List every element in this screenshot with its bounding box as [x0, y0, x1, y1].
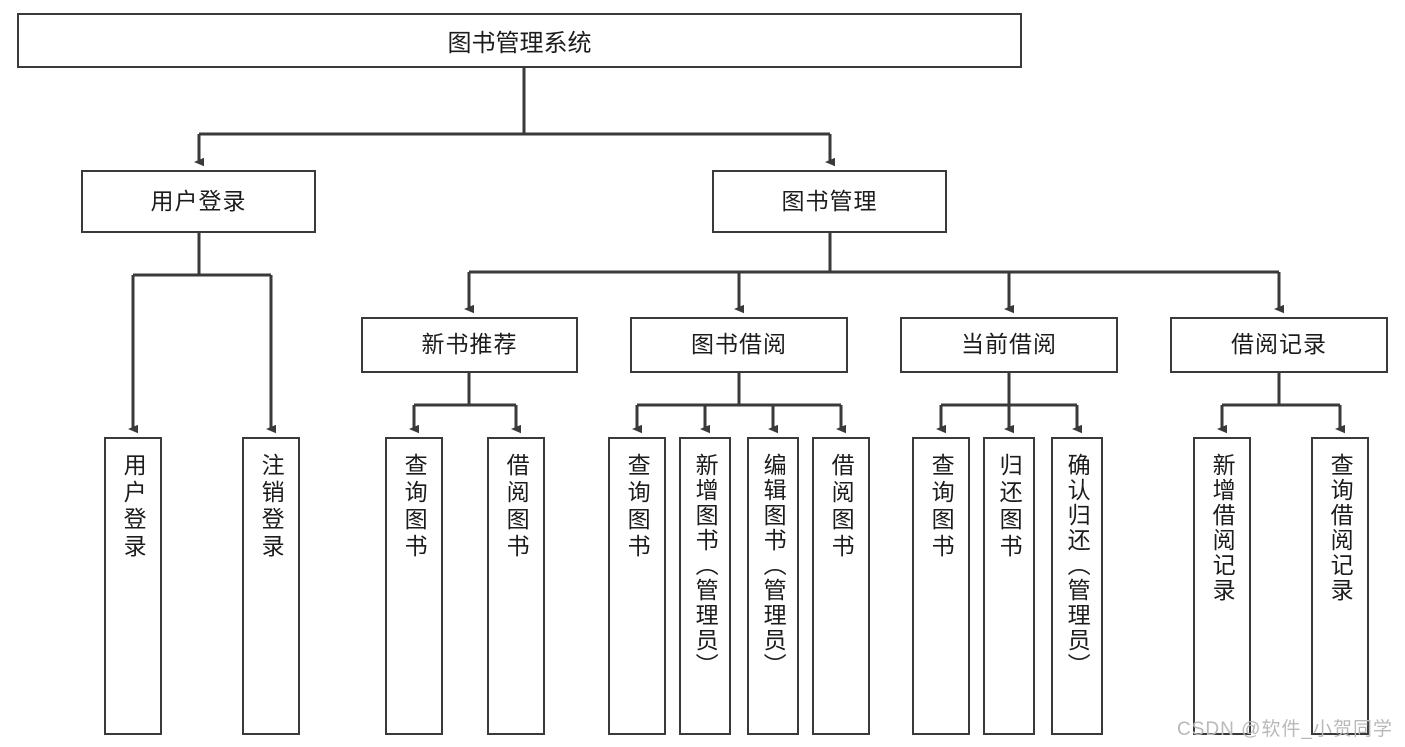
node-label: 借阅图书: [503, 453, 530, 561]
node-user-login[interactable]: 用户登录: [81, 170, 316, 233]
node-label: 借阅记录: [1231, 331, 1327, 358]
node-leaf-confirm-return-admin[interactable]: 确认归还（管理员）: [1051, 437, 1103, 735]
node-label: 用户登录: [150, 187, 247, 214]
node-label: 图书管理: [781, 187, 878, 214]
node-label: 图书借阅: [691, 331, 787, 358]
node-label: 用户登录: [120, 453, 147, 561]
node-label: 编辑图书（管理员）: [760, 453, 787, 678]
node-root-system[interactable]: 图书管理系统: [17, 13, 1022, 68]
node-leaf-return-book[interactable]: 归还图书: [983, 437, 1035, 735]
node-label: 查询图书: [928, 453, 955, 561]
node-leaf-borrow-book-new[interactable]: 借阅图书: [487, 437, 545, 735]
node-leaf-query-book-borrow[interactable]: 查询图书: [608, 437, 666, 735]
node-leaf-add-borrow-record[interactable]: 新增借阅记录: [1193, 437, 1251, 735]
node-book-management[interactable]: 图书管理: [712, 170, 947, 233]
node-leaf-edit-book-admin[interactable]: 编辑图书（管理员）: [747, 437, 799, 735]
node-leaf-borrow-book[interactable]: 借阅图书: [812, 437, 870, 735]
node-leaf-query-borrow-record[interactable]: 查询借阅记录: [1311, 437, 1369, 735]
node-label: 查询图书: [401, 453, 428, 561]
node-label: 查询图书: [624, 453, 651, 561]
node-leaf-logout[interactable]: 注销登录: [242, 437, 300, 735]
node-borrow-record[interactable]: 借阅记录: [1170, 317, 1388, 373]
node-book-borrow[interactable]: 图书借阅: [630, 317, 848, 373]
node-leaf-query-book-new[interactable]: 查询图书: [385, 437, 443, 735]
node-label: 图书管理系统: [447, 30, 592, 57]
node-current-borrow[interactable]: 当前借阅: [900, 317, 1118, 373]
node-label: 确认归还（管理员）: [1064, 453, 1091, 678]
node-label: 新增借阅记录: [1209, 453, 1236, 603]
node-leaf-user-login[interactable]: 用户登录: [104, 437, 162, 735]
node-label: 借阅图书: [828, 453, 855, 561]
node-label: 查询借阅记录: [1327, 453, 1354, 603]
node-label: 新书推荐: [421, 331, 518, 358]
node-label: 当前借阅: [961, 331, 1057, 358]
node-leaf-add-book-admin[interactable]: 新增图书（管理员）: [679, 437, 731, 735]
node-leaf-query-book-current[interactable]: 查询图书: [912, 437, 970, 735]
node-label: 归还图书: [996, 453, 1023, 561]
watermark: CSDN @软件_小贺同学: [1177, 719, 1393, 740]
node-label: 注销登录: [258, 453, 285, 561]
node-new-book-recommend[interactable]: 新书推荐: [361, 317, 578, 373]
node-label: 新增图书（管理员）: [692, 453, 719, 678]
